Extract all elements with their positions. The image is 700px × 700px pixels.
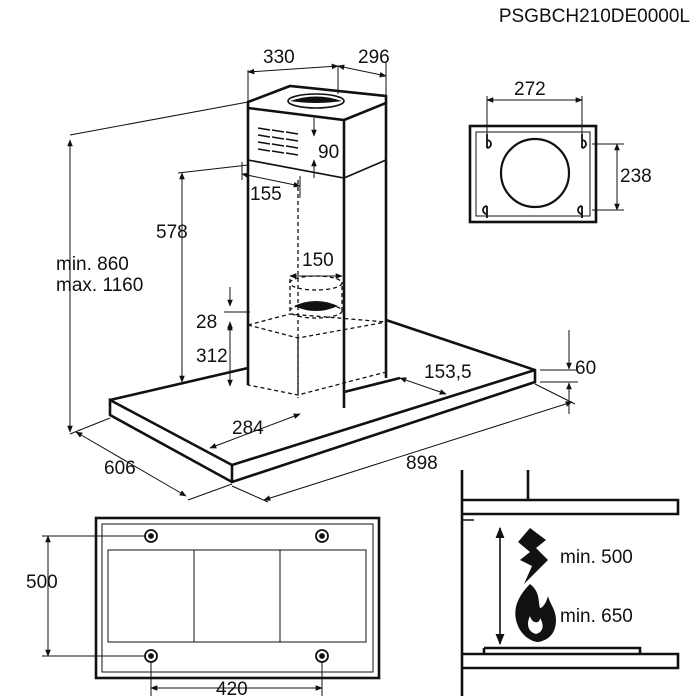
dim-inner-duct: 312 xyxy=(196,323,233,387)
dim-hood-depth: 606 xyxy=(69,417,233,501)
svg-text:153,5: 153,5 xyxy=(424,362,472,383)
dim-bracket-y: 238 xyxy=(592,143,652,211)
svg-text:578: 578 xyxy=(156,222,188,243)
hood-lip xyxy=(461,514,474,521)
hood-side-profile xyxy=(462,470,680,516)
hob-profile xyxy=(462,646,680,670)
svg-text:155: 155 xyxy=(250,184,282,205)
vent-slots xyxy=(257,127,299,156)
chimney-top-edge xyxy=(247,102,387,121)
svg-text:238: 238 xyxy=(620,166,652,187)
svg-text:500: 500 xyxy=(26,572,58,593)
gas-clearance-label: min. 650 xyxy=(560,606,633,627)
duct-dashed-box xyxy=(247,275,387,396)
svg-text:312: 312 xyxy=(196,346,228,367)
hood-bottom-inner xyxy=(101,523,374,673)
hood-bottom-outline xyxy=(94,516,381,680)
svg-text:min. 860: min. 860 xyxy=(56,254,129,275)
svg-text:420: 420 xyxy=(216,679,248,700)
dim-vent-offset: 90 xyxy=(311,118,339,178)
filter-panels xyxy=(107,549,367,643)
electric-clearance-label: min. 500 xyxy=(560,547,633,568)
chimney-top xyxy=(246,84,388,122)
svg-text:296: 296 xyxy=(358,47,390,68)
dim-chimney-depth: 296 xyxy=(337,47,390,96)
dim-outlet-collar: 28 xyxy=(196,287,250,340)
svg-text:272: 272 xyxy=(514,79,546,100)
clearance-view: min. 500 min. 650 xyxy=(460,470,680,696)
dim-canopy-thickness: 60 xyxy=(540,330,596,414)
chimney-outlet-opening xyxy=(287,93,345,109)
dim-total-height: min. 860 max. 1160 xyxy=(56,101,249,433)
svg-text:60: 60 xyxy=(575,358,596,379)
dim-bottom-y: 500 xyxy=(26,535,145,657)
dim-bottom-x: 420 xyxy=(150,662,323,700)
dim-canopy-to-bracket: 578 xyxy=(156,164,249,383)
flame-icon xyxy=(515,584,556,642)
main-hood-view: 330 296 90 155 578 min. xyxy=(56,47,596,503)
svg-text:150: 150 xyxy=(302,250,334,271)
lightning-icon xyxy=(518,528,548,584)
dim-side-offset: 153,5 xyxy=(399,362,472,395)
bottom-view: 500 420 xyxy=(26,516,381,700)
dim-hood-width: 898 xyxy=(231,383,576,503)
dim-bracket-x: 272 xyxy=(486,79,583,136)
bracket-duct-hole xyxy=(499,137,571,209)
svg-text:90: 90 xyxy=(318,142,339,163)
svg-text:max. 1160: max. 1160 xyxy=(56,275,143,296)
dim-center-offset: 284 xyxy=(209,413,301,449)
chimney-split-line xyxy=(247,159,387,179)
ceiling-bracket-view: 272 238 xyxy=(468,79,652,224)
bracket-screw-slots xyxy=(482,134,587,218)
dim-chimney-width: 330 xyxy=(247,47,339,102)
svg-text:898: 898 xyxy=(406,453,438,474)
svg-text:284: 284 xyxy=(232,418,264,439)
bracket-inner-border xyxy=(475,131,591,217)
model-code: PSGBCH210DE0000L xyxy=(499,6,690,27)
canopy-outline xyxy=(108,318,537,484)
dim-vent-width: 155 xyxy=(241,162,301,205)
dim-outlet-diameter: 150 xyxy=(289,250,343,279)
svg-text:28: 28 xyxy=(196,312,217,333)
svg-text:606: 606 xyxy=(104,458,136,479)
svg-text:330: 330 xyxy=(263,47,295,68)
outlet-shadow xyxy=(290,96,342,103)
